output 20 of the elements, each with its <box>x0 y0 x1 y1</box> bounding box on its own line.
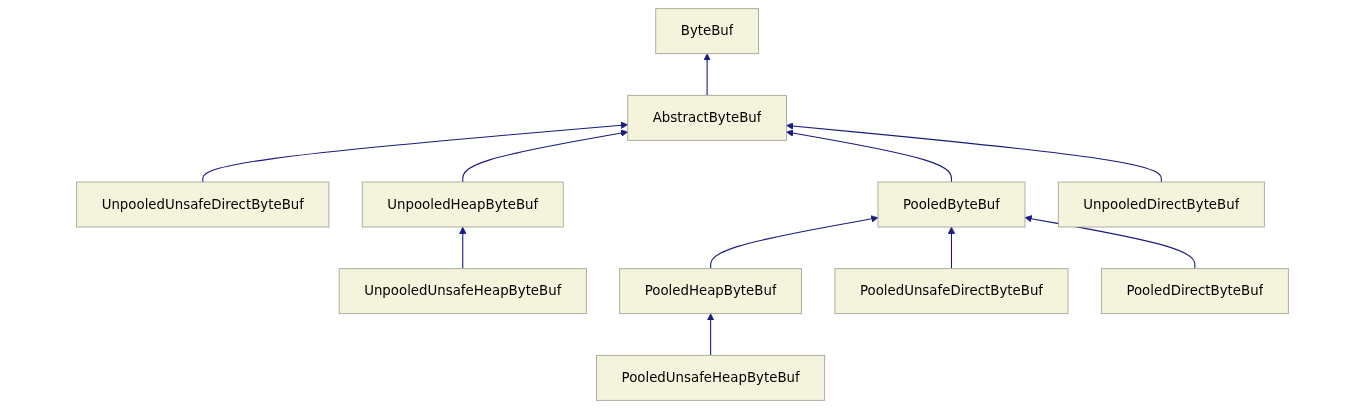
arrow <box>703 53 711 96</box>
arrow <box>462 129 629 183</box>
arrow <box>710 215 879 270</box>
arrow <box>706 313 715 356</box>
arrow <box>947 226 956 270</box>
node-box: PooledHeapByteBuf <box>619 268 802 315</box>
node-box: PooledDirectByteBuf <box>1101 268 1289 315</box>
node-box: UnpooledDirectByteBuf <box>1057 181 1265 228</box>
arrow <box>459 226 467 270</box>
node-box: PooledUnsafeDirectByteBuf <box>834 268 1069 315</box>
node-box: AbstractByteBuf <box>627 94 787 141</box>
node-box: UnpooledHeapByteBuf <box>361 181 564 228</box>
node-box: ByteBuf <box>655 8 759 55</box>
node-box: PooledByteBuf <box>877 181 1026 228</box>
node-box: UnpooledUnsafeDirectByteBuf <box>76 181 330 228</box>
arrow <box>786 129 952 183</box>
arrow <box>786 122 1162 183</box>
node-box: UnpooledUnsafeHeapByteBuf <box>338 268 587 315</box>
arrow <box>202 121 629 183</box>
node-box: PooledUnsafeHeapByteBuf <box>596 354 826 401</box>
